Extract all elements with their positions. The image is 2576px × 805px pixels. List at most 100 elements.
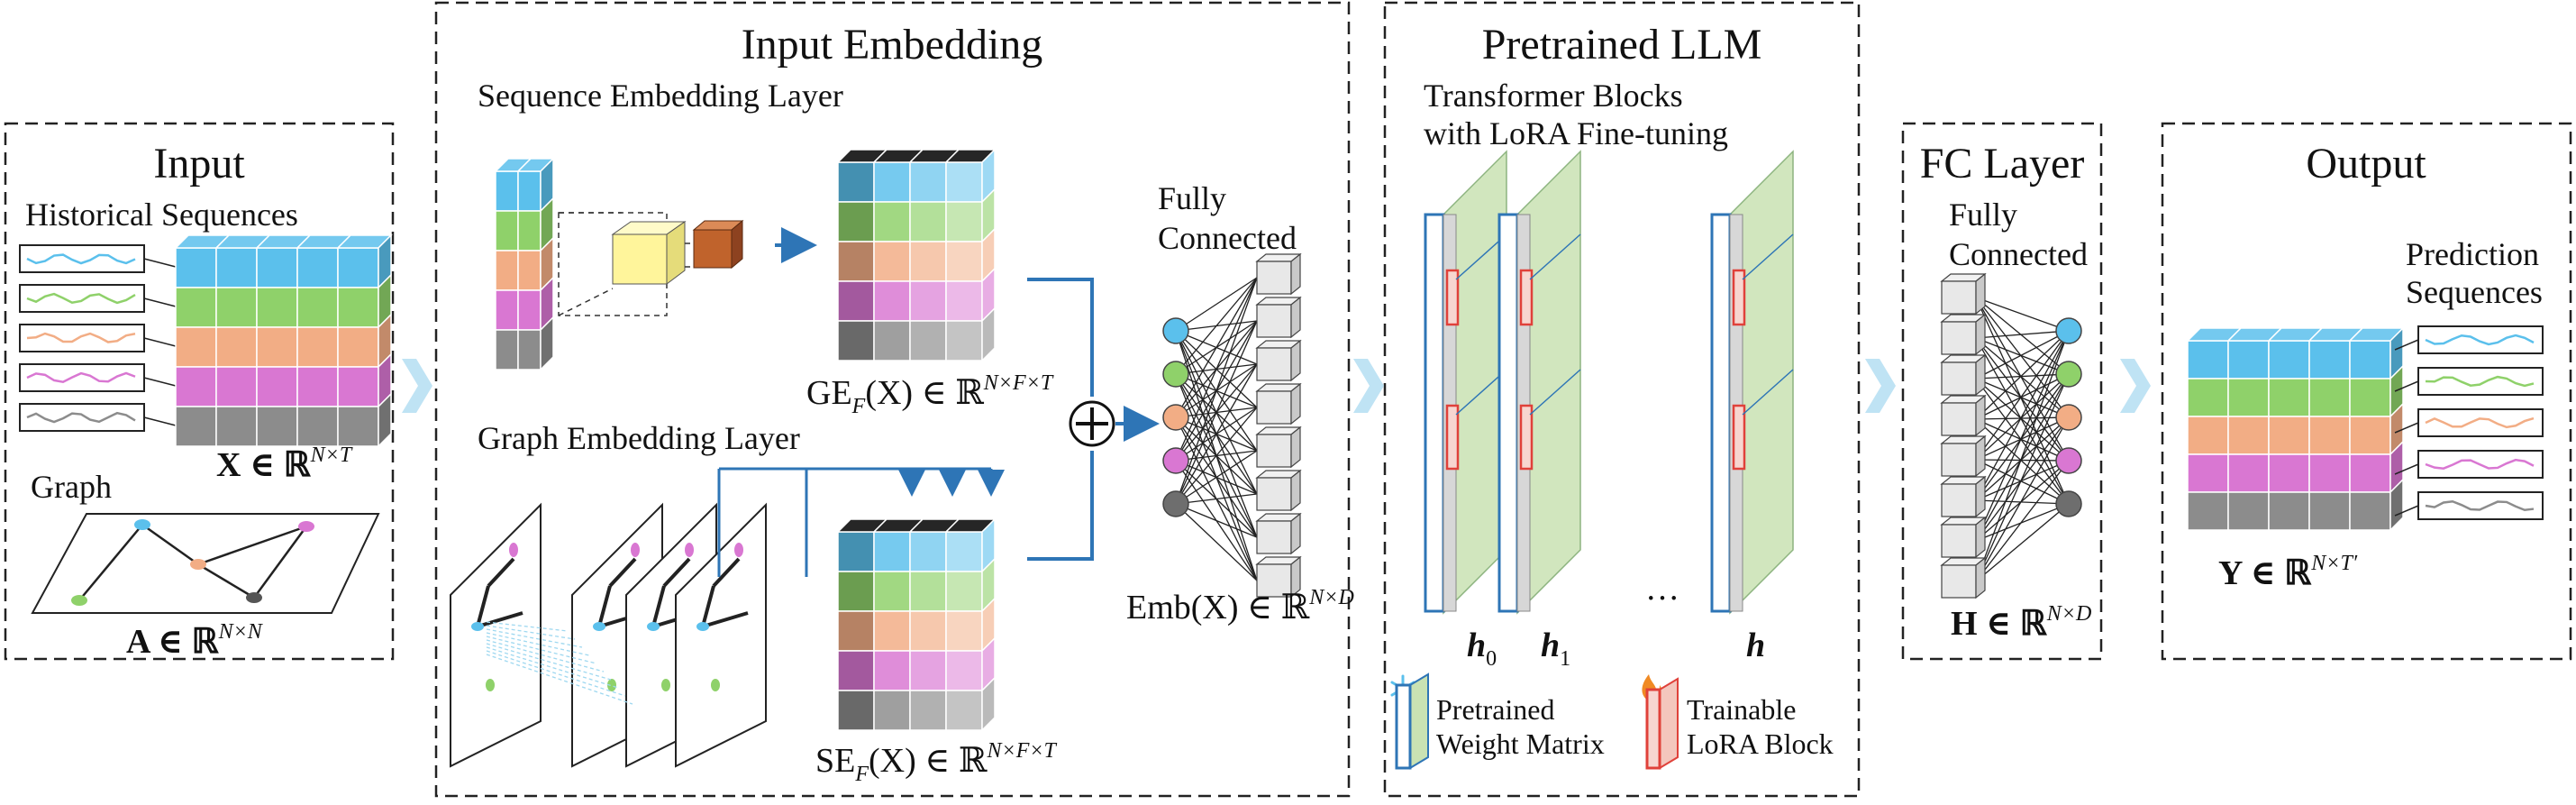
fc-edge (1975, 330, 2070, 420)
output-fc-network (1940, 272, 2082, 599)
tensor-cell (215, 406, 258, 447)
fc-edge (1175, 503, 1258, 538)
fc-edge (1975, 416, 2070, 501)
fc-edge (1175, 277, 1258, 505)
tensor-cell (2349, 340, 2391, 380)
ellipsis: … (1645, 570, 1679, 608)
tensor-cell (2227, 378, 2270, 417)
fc-edge (1975, 297, 2070, 418)
fc-edge (1975, 416, 2070, 461)
fc-edge (1975, 416, 2070, 582)
fc-edge (1175, 493, 1258, 505)
tensor-cell (945, 531, 983, 572)
tensor-cell (337, 406, 379, 447)
graph-frame (675, 502, 767, 768)
tensor-cell (873, 571, 911, 612)
fc-node (1162, 447, 1189, 474)
tensor-cell (517, 250, 542, 291)
tensor-cell (175, 326, 217, 368)
historical-sequences-label: Historical Sequences (25, 197, 298, 233)
fc-edge (1975, 499, 2070, 505)
fc-edge (1975, 297, 2070, 332)
fc-edge (1975, 297, 2070, 375)
tensor-cell (337, 326, 379, 368)
fc-edge (1975, 337, 2070, 375)
ge-tensor-grid (836, 148, 997, 362)
tensor-cell (2268, 491, 2310, 531)
sequence-connector (143, 258, 177, 268)
graph-frame (450, 502, 542, 768)
prediction-line (2425, 334, 2535, 346)
prediction-line (2425, 499, 2535, 512)
tensor-cell (215, 247, 258, 288)
tensor-cell (256, 287, 298, 328)
fc-edge (1175, 277, 1258, 418)
tensor-cell (296, 406, 339, 447)
fc-node (2055, 447, 2082, 474)
tensor-cell (873, 241, 911, 282)
fc-edge (1175, 320, 1258, 505)
fc-edge (1975, 416, 2070, 420)
tensor-cell (495, 210, 519, 252)
tensor-cell (873, 161, 911, 203)
tensor-cell (495, 170, 519, 212)
lora-block (1732, 404, 1746, 471)
fc-edge (1975, 330, 2070, 461)
output-tensor-grid (2186, 326, 2405, 532)
fc-unit (1256, 261, 1292, 295)
fc-edge (1975, 337, 2070, 418)
tensor-cell (2187, 340, 2229, 380)
tensor-cell (2187, 491, 2229, 531)
input-title: Input (153, 140, 245, 188)
fc-panel (1901, 122, 2103, 661)
fc-edge (1975, 503, 2070, 582)
fc-edge (1975, 373, 2070, 542)
tensor-cell (909, 571, 947, 612)
tensor-side-face (2389, 478, 2404, 532)
h0-label: h0 (1467, 627, 1497, 671)
fc-edge (1975, 460, 2070, 501)
fc-node (2055, 490, 2082, 517)
fc-unit (1941, 402, 1977, 436)
output-title: Output (2306, 140, 2426, 188)
fc-node (1162, 404, 1189, 431)
tensor-cell (837, 320, 875, 361)
fc-unit (1941, 321, 1977, 355)
tensor-cell (256, 247, 298, 288)
llm-sub2: with LoRA Fine-tuning (1424, 115, 1728, 151)
fc-line2: Connected (1949, 236, 2088, 272)
fc-edge (1975, 460, 2070, 582)
sequence-connector (143, 416, 177, 426)
fc-edge (1175, 450, 1258, 505)
tensor-cell (873, 650, 911, 691)
tensor-cell (175, 247, 217, 288)
fc-unit (1256, 390, 1292, 425)
sequence-connector (143, 377, 177, 387)
prediction-connector (2394, 380, 2419, 392)
legend-lora-line2: LoRA Block (1687, 727, 1834, 760)
tensor-cell (945, 610, 983, 652)
tensor-cell (2187, 378, 2229, 417)
tensor-cell (909, 610, 947, 652)
tensor-cell (945, 571, 983, 612)
tensor-cell (495, 250, 519, 291)
tensor-cell (2187, 453, 2229, 493)
prediction-box (2417, 325, 2544, 354)
prediction-line2: Sequences (2406, 274, 2543, 310)
tensor-cell (2349, 378, 2391, 417)
tensor-cell (909, 650, 947, 691)
tensor-cell (873, 280, 911, 322)
fc-unit (1941, 361, 1977, 396)
input-graph (31, 513, 380, 614)
tensor-cell (256, 366, 298, 407)
tensor-cell (837, 241, 875, 282)
tensor-cell (517, 289, 542, 331)
tensor-cell (873, 531, 911, 572)
input-panel (4, 122, 395, 661)
tensor-cell (337, 287, 379, 328)
prediction-line (2425, 375, 2535, 388)
tensor-cell (517, 210, 542, 252)
fc-edge (1175, 277, 1258, 332)
